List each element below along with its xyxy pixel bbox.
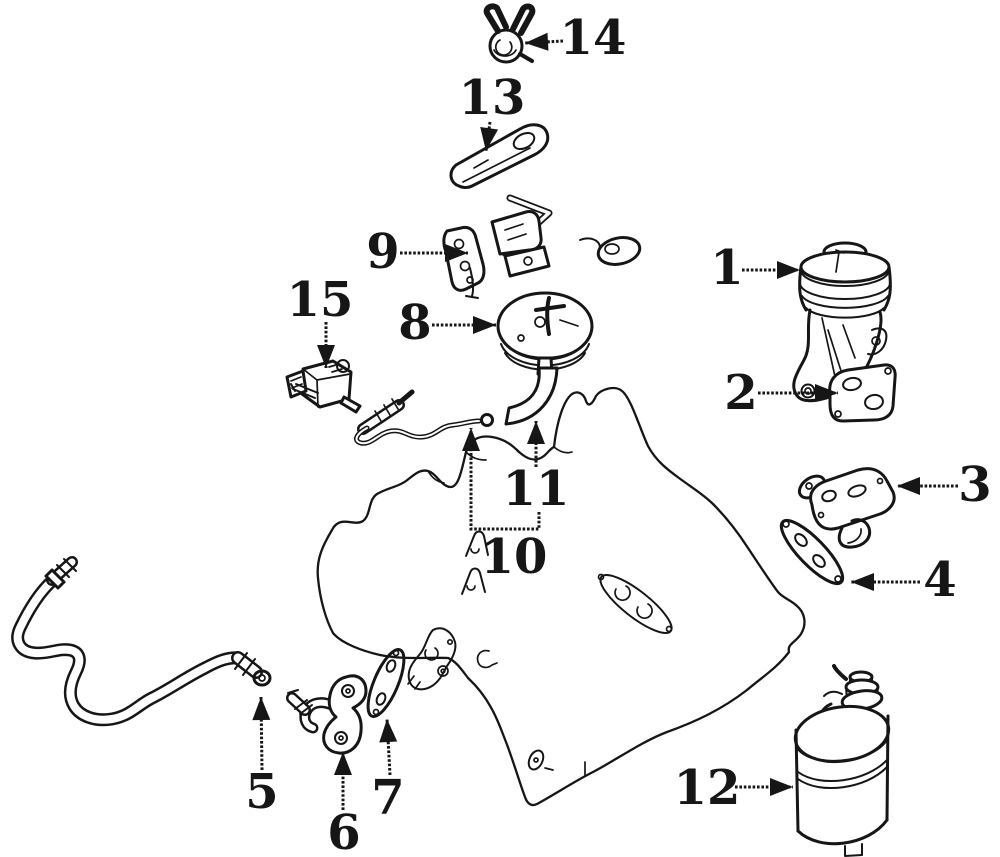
part-hose-clamp <box>483 3 536 64</box>
callout-arrow-head <box>445 244 468 262</box>
callout-arrow-head <box>480 126 499 151</box>
callout-arrow-head <box>462 428 480 451</box>
callout-modulator-bracket[interactable]: 13 <box>459 70 526 152</box>
callout-arrow-shaft <box>259 696 264 771</box>
callout-egr-vacuum-modulator[interactable]: 8 <box>398 295 496 351</box>
callout-vapor-canister[interactable]: 12 <box>674 760 793 816</box>
callout-arrow-head <box>851 573 874 591</box>
callout-number[interactable]: 8 <box>398 295 431 351</box>
callout-arrow-shaft <box>385 718 392 776</box>
callout-arrow-head <box>334 752 352 775</box>
callout-number[interactable]: 13 <box>459 70 526 126</box>
callout-number[interactable]: 1 <box>710 240 743 296</box>
manifold-port-plate <box>597 573 673 634</box>
callout-arrow-head <box>770 778 793 796</box>
part-adapter-gasket <box>779 518 845 586</box>
callout-egr-tube-connector[interactable]: 6 <box>327 752 361 857</box>
callout-egr-hose[interactable]: 11 <box>503 421 570 517</box>
callout-connector-gasket[interactable]: 7 <box>371 718 405 826</box>
callout-number[interactable]: 15 <box>287 272 354 328</box>
part-vacuum-solenoid-valve <box>285 359 362 414</box>
callout-arrow-head <box>777 261 800 279</box>
callout-sensor-harness[interactable]: 10 <box>462 428 547 585</box>
callout-egr-pipe[interactable]: 5 <box>245 696 279 820</box>
callout-number[interactable]: 12 <box>674 760 741 816</box>
callout-number[interactable]: 9 <box>366 224 399 280</box>
callout-number[interactable]: 6 <box>327 805 360 857</box>
callout-number[interactable]: 10 <box>481 529 548 585</box>
callout-arrow-head <box>317 345 335 368</box>
callout-egr-valve-gasket[interactable]: 2 <box>724 365 838 421</box>
callout-number[interactable]: 14 <box>560 10 627 66</box>
part-egr-valve-gasket <box>828 363 897 423</box>
callout-egr-adapter[interactable]: 3 <box>897 457 992 513</box>
part-sensor-harness <box>354 389 494 446</box>
part-pipe-bracket-assembly <box>442 194 642 299</box>
callout-adapter-gasket[interactable]: 4 <box>851 552 957 608</box>
manifold-egr-flange <box>407 627 457 691</box>
part-egr-adapter <box>797 467 896 549</box>
part-vapor-canister <box>793 664 891 857</box>
part-egr-hose <box>504 366 559 426</box>
callout-arrow-head <box>473 316 496 334</box>
callout-arrow-head <box>252 697 271 721</box>
part-egr-pipe <box>11 556 272 727</box>
callout-arrow-head <box>527 421 545 444</box>
part-connector-gasket <box>366 648 406 718</box>
callout-number[interactable]: 5 <box>245 764 278 820</box>
intake-manifold <box>316 386 806 807</box>
callout-hose-clamp[interactable]: 14 <box>524 10 627 66</box>
callout-number[interactable]: 4 <box>923 552 956 608</box>
callout-arrow-shaft <box>469 428 541 531</box>
callout-number[interactable]: 7 <box>371 770 404 826</box>
callout-arrow-head <box>379 719 398 743</box>
callout-number[interactable]: 11 <box>503 461 570 517</box>
part-egr-valve <box>792 241 892 403</box>
callout-arrow-head <box>897 477 920 495</box>
manifold-bracket-tabs <box>461 530 489 595</box>
part-modulator-bracket <box>449 123 550 189</box>
callout-arrow-head <box>815 384 838 402</box>
callout-pipe-bracket-assembly[interactable]: 9 <box>366 224 468 280</box>
callout-vacuum-solenoid-valve[interactable]: 15 <box>287 272 354 368</box>
callout-number[interactable]: 2 <box>724 365 757 421</box>
callout-arrow-head <box>525 32 549 51</box>
manifold-stud-detail <box>527 749 554 771</box>
callout-number[interactable]: 3 <box>958 457 991 513</box>
part-egr-tube-connector <box>286 674 368 755</box>
callout-egr-valve[interactable]: 1 <box>710 240 800 296</box>
